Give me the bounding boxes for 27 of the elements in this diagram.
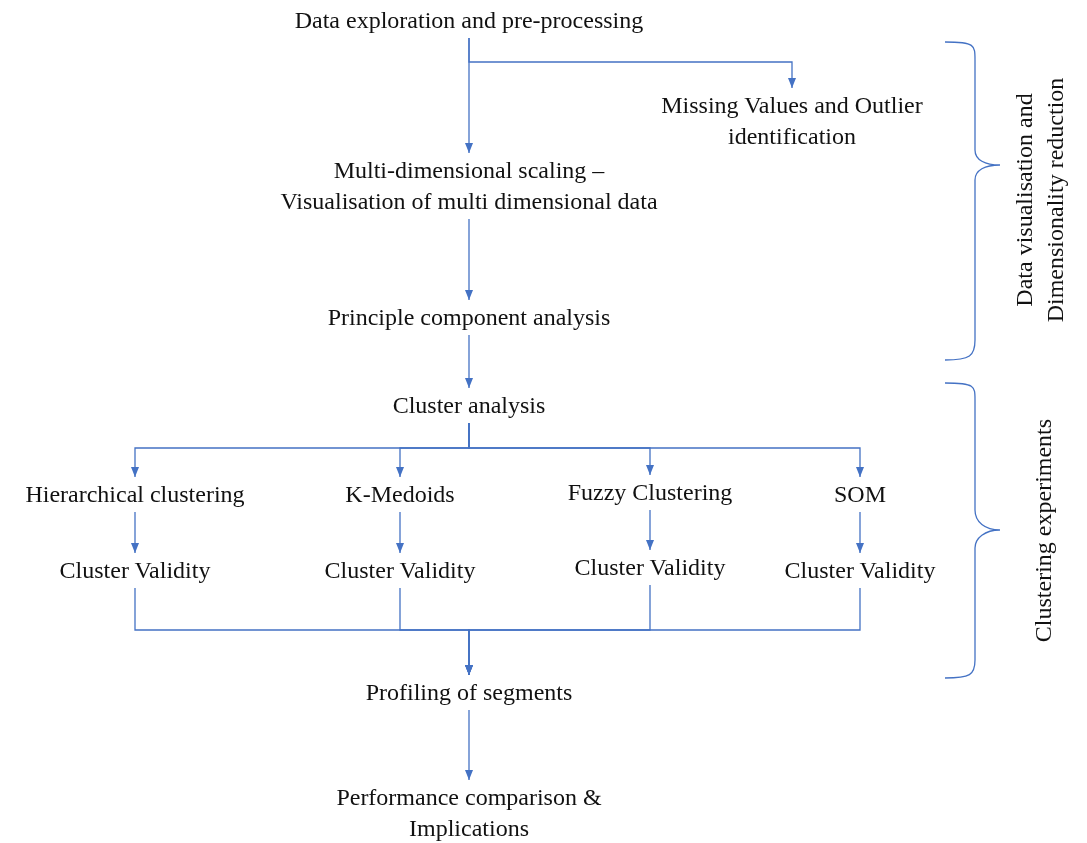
step-label: Cluster Validity — [760, 555, 960, 586]
step-label: Performance comparison & Implications — [299, 782, 639, 843]
step-label: Principle component analysis — [269, 302, 669, 333]
step-label: Missing Values and Outlier identification — [632, 90, 952, 152]
step-label: Cluster Validity — [550, 552, 750, 583]
group-label: Clustering experiments — [1028, 417, 1057, 644]
arrow — [396, 511, 404, 554]
arrow — [465, 37, 473, 154]
arrow — [131, 511, 139, 554]
arrow — [856, 511, 864, 554]
step-label: SOM — [800, 479, 920, 510]
group-label: Data visualisation and Dimensionality reduction — [1010, 76, 1069, 325]
arrow — [465, 334, 473, 389]
step-label: Profiling of segments — [319, 677, 619, 708]
step-label: Data exploration and pre-processing — [259, 5, 679, 36]
step-label: Fuzzy Clustering — [540, 477, 760, 508]
step-label: Cluster Validity — [300, 555, 500, 586]
step-label: K-Medoids — [300, 479, 500, 510]
step-label: Cluster analysis — [319, 390, 619, 421]
arrow — [465, 709, 473, 781]
arrow — [465, 587, 861, 676]
step-label: Multi-dimensional scaling – Visualisation of multi dimensional data — [269, 155, 669, 217]
arrow — [465, 218, 473, 301]
step-label: Cluster Validity — [35, 555, 235, 586]
step-label: Hierarchical clustering — [5, 479, 265, 510]
arrow — [646, 509, 654, 551]
arrow — [468, 422, 864, 478]
